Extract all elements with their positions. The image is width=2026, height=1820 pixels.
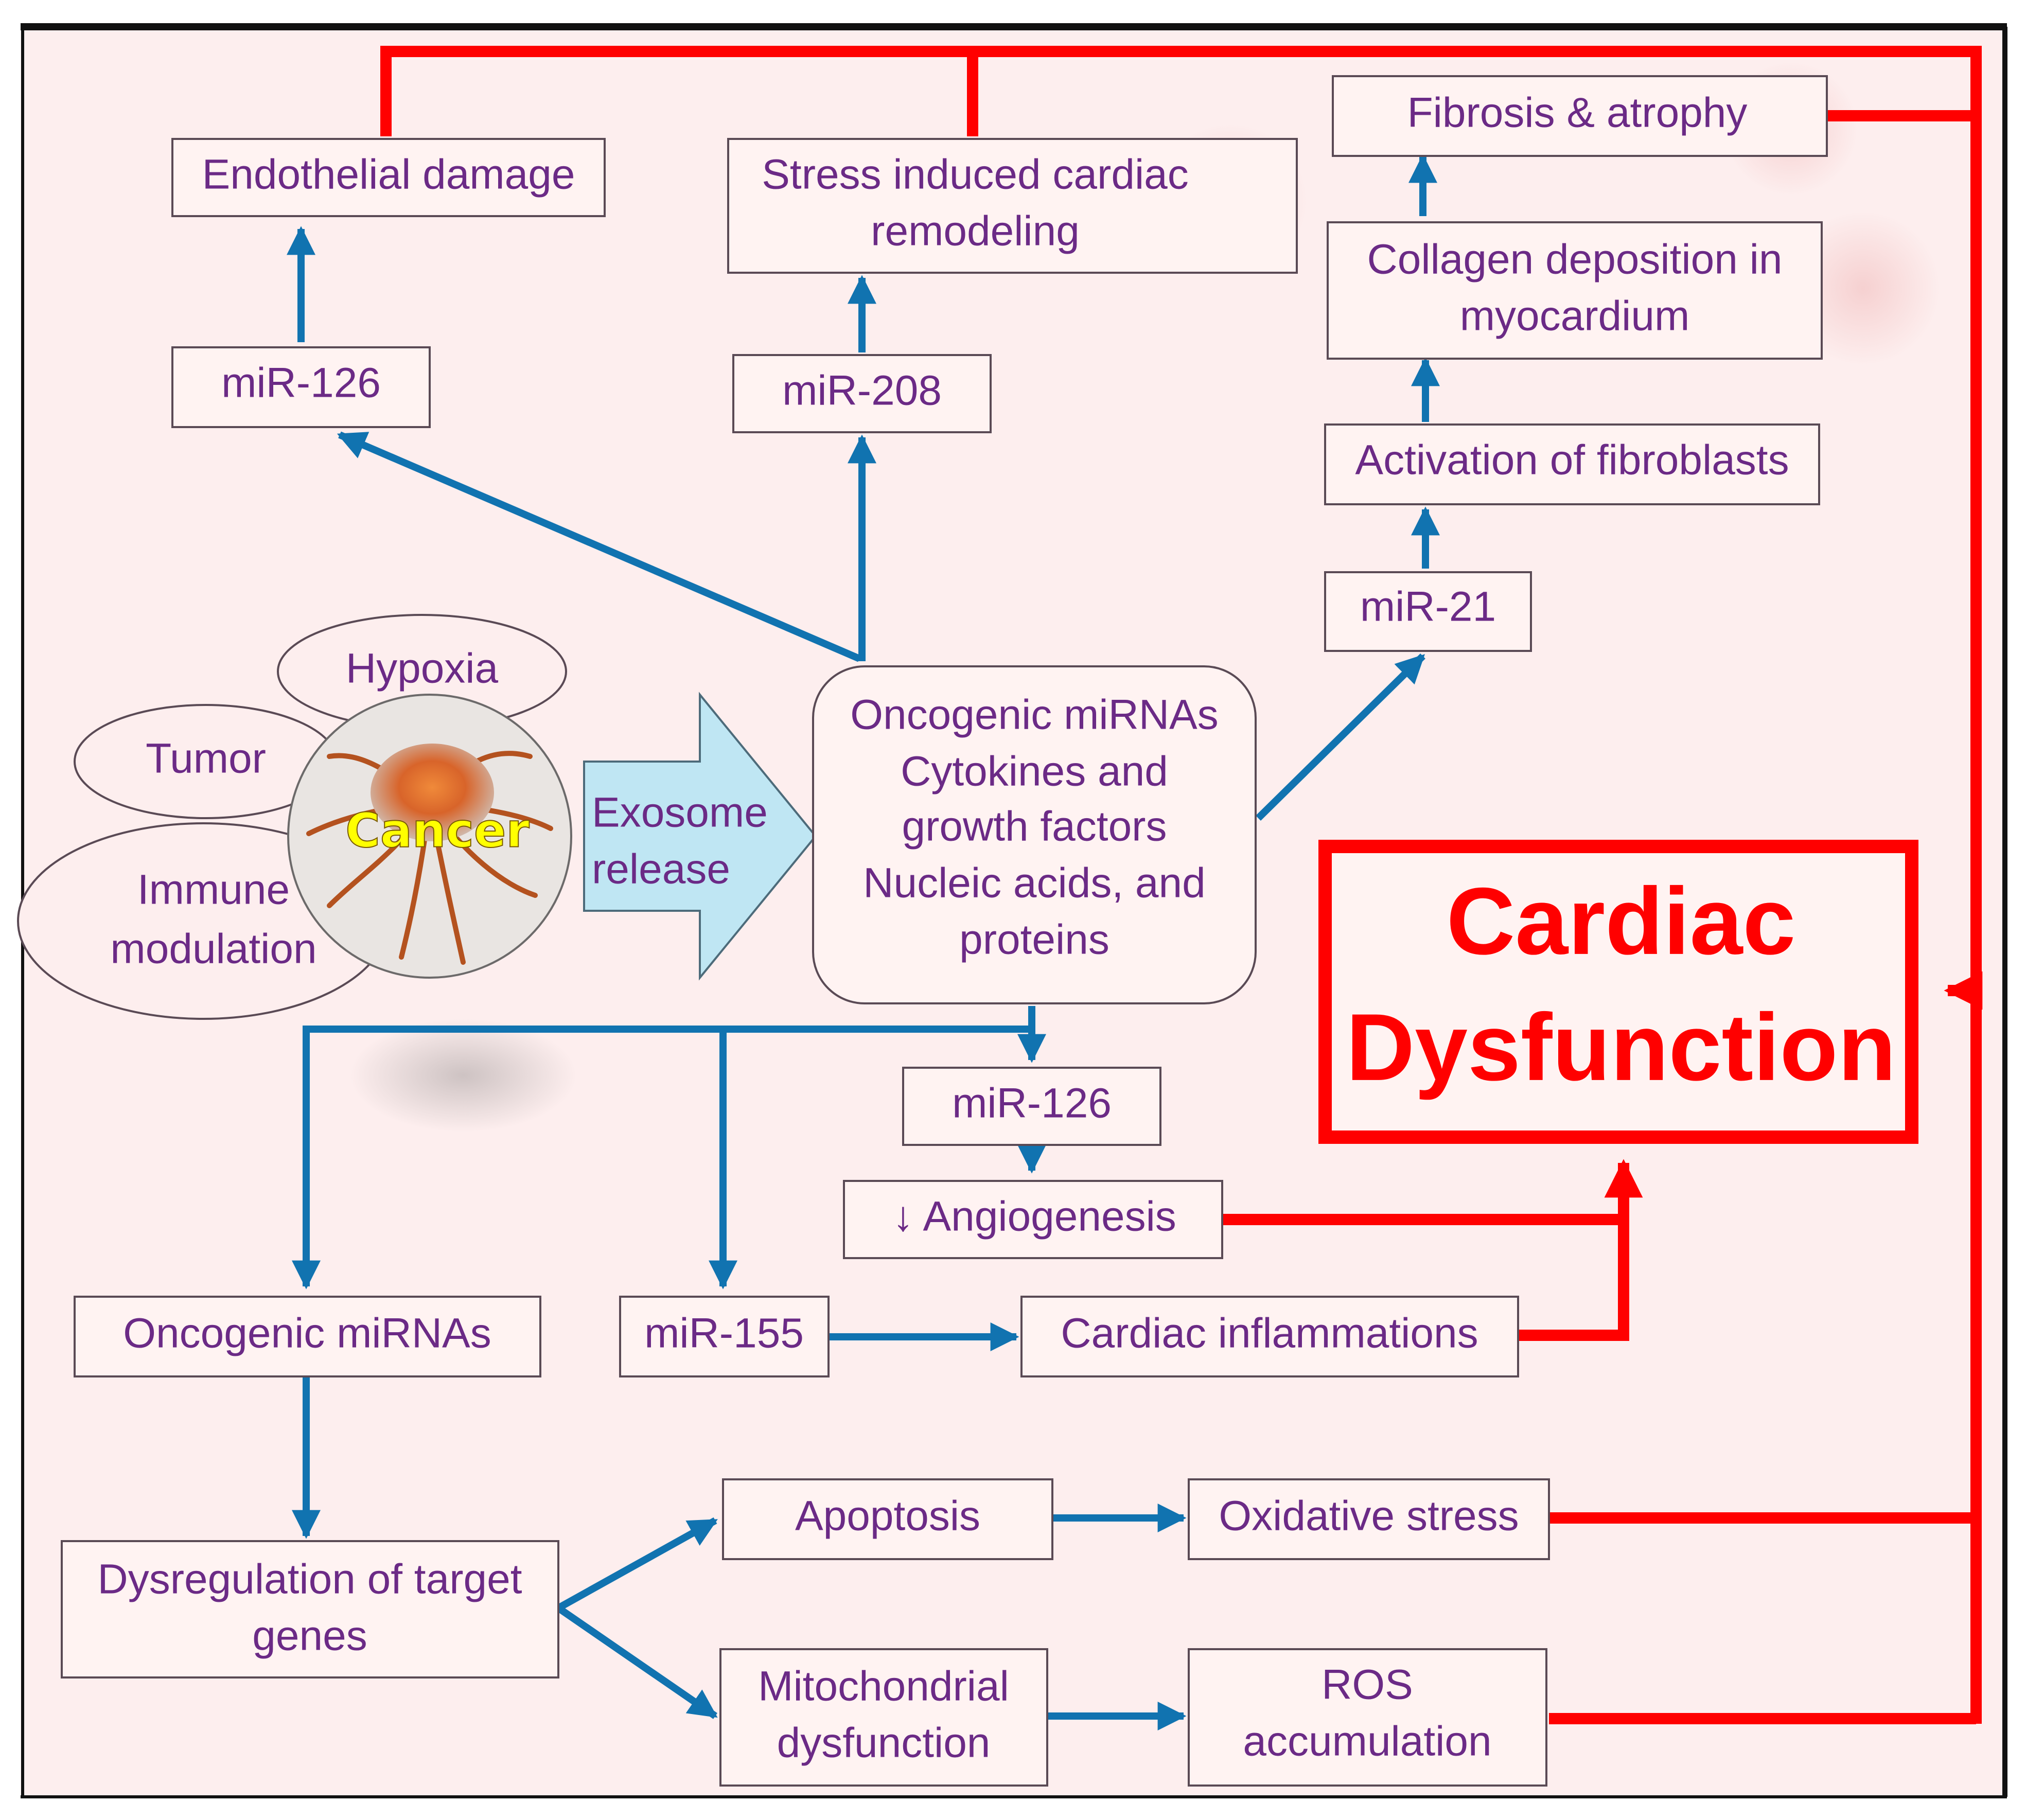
endothelial-damage-label: Endothelial damage <box>202 151 575 198</box>
stress-remodeling-line1: Stress induced cardiac <box>762 151 1189 198</box>
cardiac-inflammations-label: Cardiac inflammations <box>1061 1310 1478 1357</box>
cancer-label: Cancer <box>345 803 530 858</box>
cardiac-dysfunction-line2: Dysfunction <box>1346 995 1896 1101</box>
collagen-line2: myocardium <box>1460 293 1690 340</box>
exosome-line2: release <box>592 846 730 893</box>
cargo-line1: Oncogenic miRNAs <box>850 692 1218 738</box>
box-fibrosis-atrophy: Fibrosis & atrophy <box>1332 75 1828 157</box>
immune-line2: modulation <box>110 926 316 973</box>
mir126-bottom-label: miR-126 <box>952 1080 1112 1127</box>
ros-line1: ROS <box>1322 1662 1413 1708</box>
mito-line2: dysfunction <box>777 1720 991 1766</box>
box-endothelial-damage: Endothelial damage <box>171 138 606 217</box>
box-mir21: miR-21 <box>1324 571 1532 652</box>
cardiac-dysfunction-line1: Cardiac <box>1447 869 1796 975</box>
ros-line2: accumulation <box>1243 1718 1491 1765</box>
box-ros-accumulation: ROS accumulation <box>1188 1648 1547 1787</box>
angiogenesis-label: ↓ Angiogenesis <box>892 1193 1176 1240</box>
box-oxidative-stress: Oxidative stress <box>1188 1478 1550 1560</box>
box-mir126-bottom: miR-126 <box>902 1067 1161 1146</box>
box-mir155: miR-155 <box>619 1296 830 1377</box>
red-connectors <box>380 46 1983 1724</box>
cancer-cell-image: Cancer <box>287 694 572 979</box>
fibrosis-atrophy-label: Fibrosis & atrophy <box>1407 90 1748 136</box>
cargo-line5: proteins <box>959 916 1109 963</box>
box-mitochondrial-dysfunction: Mitochondrial dysfunction <box>719 1648 1048 1787</box>
exosome-release-arrow: Exosome release <box>583 692 817 981</box>
ellipse-hypoxia: Hypoxia <box>277 614 567 729</box>
tumor-label: Tumor <box>146 735 266 782</box>
ellipse-tumor: Tumor <box>74 704 338 819</box>
box-activation-fibroblasts: Activation of fibroblasts <box>1324 423 1820 505</box>
mir155-label: miR-155 <box>644 1310 804 1357</box>
collagen-line1: Collagen deposition in <box>1367 236 1783 283</box>
box-collagen-deposition: Collagen deposition in myocardium <box>1327 221 1823 360</box>
oncogenic-mirnas-label: Oncogenic miRNAs <box>123 1310 491 1357</box>
dysregulation-line1: Dysregulation of target <box>97 1556 522 1603</box>
box-oncogenic-mirnas: Oncogenic miRNAs <box>74 1296 541 1377</box>
mito-line1: Mitochondrial <box>758 1663 1009 1710</box>
box-dysregulation: Dysregulation of target genes <box>61 1540 559 1678</box>
stress-remodeling-line2: remodeling <box>871 208 1080 255</box>
hypoxia-label: Hypoxia <box>346 645 499 692</box>
box-stress-remodeling: Stress induced cardiac remodeling <box>727 138 1298 274</box>
blue-connectors <box>287 154 1440 1730</box>
box-exosome-cargo: Oncogenic miRNAs Cytokines and growth fa… <box>812 665 1257 1004</box>
activation-fibroblasts-label: Activation of fibroblasts <box>1355 437 1789 484</box>
immune-line1: Immune <box>137 867 290 913</box>
oxidative-stress-label: Oxidative stress <box>1219 1493 1519 1540</box>
decor-shadow <box>350 1019 576 1132</box>
box-angiogenesis: ↓ Angiogenesis <box>843 1180 1223 1259</box>
box-cardiac-inflammations: Cardiac inflammations <box>1020 1296 1519 1377</box>
cargo-line4: Nucleic acids, and <box>863 860 1205 907</box>
mir21-label: miR-21 <box>1360 584 1496 630</box>
mir208-label: miR-208 <box>782 367 942 414</box>
mir126-top-label: miR-126 <box>221 360 381 407</box>
apoptosis-label: Apoptosis <box>795 1493 980 1540</box>
cargo-line2: Cytokines and <box>901 748 1168 795</box>
box-cardiac-dysfunction: Cardiac Dysfunction <box>1318 840 1918 1144</box>
box-mir126-top: miR-126 <box>171 346 431 428</box>
dysregulation-line2: genes <box>252 1613 367 1659</box>
exosome-line1: Exosome <box>592 789 768 836</box>
box-mir208: miR-208 <box>732 354 992 433</box>
box-apoptosis: Apoptosis <box>722 1478 1053 1560</box>
cargo-line3: growth factors <box>902 803 1167 850</box>
decor-cell-image-2 <box>1786 211 1940 365</box>
